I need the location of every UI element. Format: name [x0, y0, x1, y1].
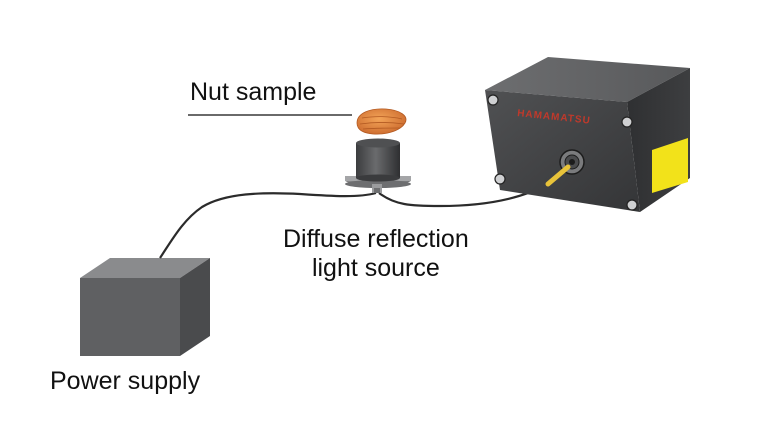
mount-hole-br [626, 199, 638, 211]
mount-hole-tl [487, 94, 499, 106]
light-source-label: Diffuse reflection light source [283, 225, 469, 283]
fiber-connector [545, 164, 571, 187]
light-source [345, 138, 411, 193]
power-supply-box [80, 258, 210, 356]
mount-hole-bl [494, 173, 506, 185]
label-patch [652, 138, 688, 193]
power-cable [159, 191, 377, 259]
light-source-label-line1: Diffuse reflection [283, 225, 469, 253]
signal-cable [378, 182, 551, 208]
light-source-label-line2: light source [311, 253, 440, 282]
spectrometer-device: HAMAMATSU [485, 57, 690, 212]
nut-sample [356, 108, 407, 135]
power-supply-label: Power supply [50, 367, 201, 395]
mount-hole-tr [621, 116, 633, 128]
nut-sample-label: Nut sample [190, 78, 317, 106]
